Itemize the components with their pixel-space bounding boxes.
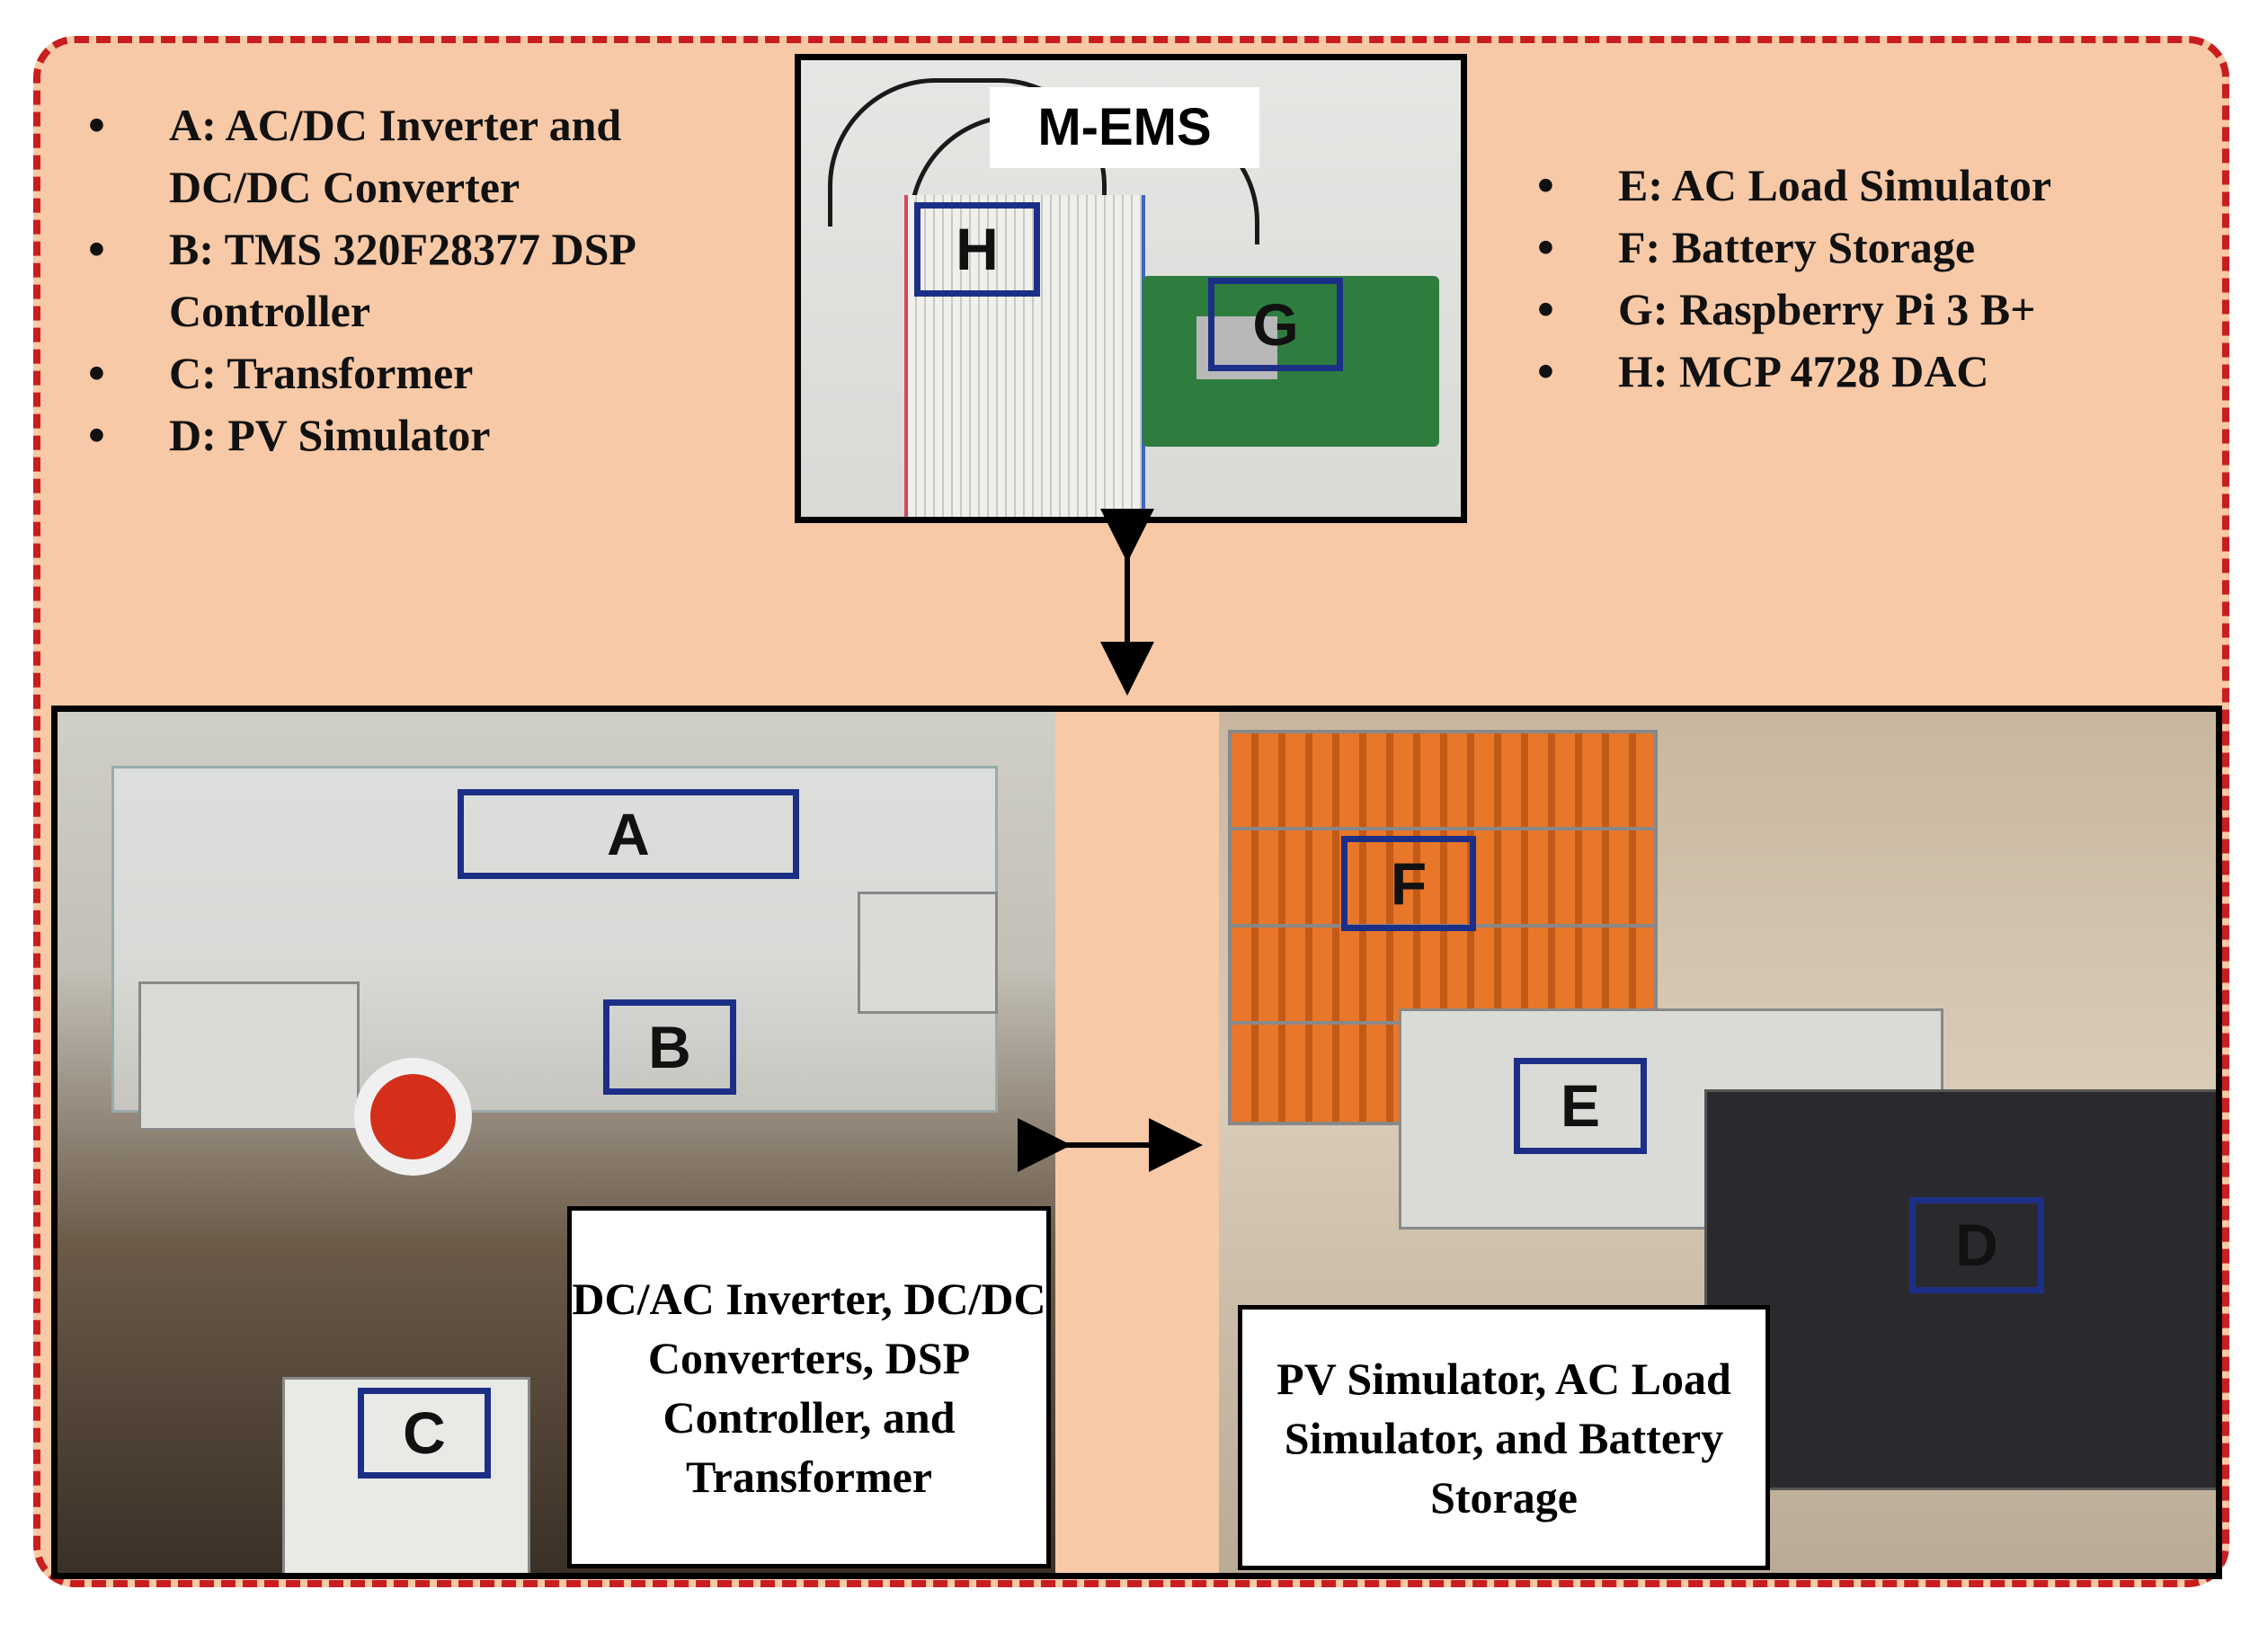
mems-title: M-EMS	[990, 87, 1259, 168]
legend-item-g: G: Raspberry Pi 3 B+	[1528, 279, 2211, 341]
legend-item-c: C: Transformer	[79, 342, 762, 404]
marker-d: D	[1909, 1197, 2044, 1293]
marker-e: E	[1514, 1058, 1647, 1154]
lab-setup-photo: A B C D E F DC/AC Inverter, DC/DC Conver…	[51, 706, 2222, 1579]
mems-photo: M-EMS H G	[795, 54, 1467, 523]
component-legend-right: E: AC Load Simulator F: Battery Storage …	[1528, 155, 2211, 403]
contactor-box	[138, 981, 360, 1131]
breadboard	[904, 195, 1145, 517]
caption-converter-side: DC/AC Inverter, DC/DC Converters, DSP Co…	[567, 1206, 1051, 1568]
marker-g: G	[1208, 278, 1343, 371]
marker-c: C	[358, 1388, 491, 1478]
legend-item-a: A: AC/DC Inverter and DC/DC Converter	[79, 94, 762, 218]
raspberry-pi-board	[1143, 276, 1439, 447]
legend-item-b: B: TMS 320F28377 DSP Controller	[79, 218, 762, 342]
caption-source-side: PV Simulator, AC Load Simulator, and Bat…	[1238, 1305, 1770, 1570]
converter-bench-photo	[58, 712, 1055, 1573]
component-legend-left: A: AC/DC Inverter and DC/DC Converter B:…	[79, 94, 762, 466]
marker-f: F	[1341, 836, 1476, 931]
legend-item-f: F: Battery Storage	[1528, 217, 2211, 279]
marker-a: A	[458, 789, 799, 879]
legend-item-e: E: AC Load Simulator	[1528, 155, 2211, 217]
marker-b: B	[603, 999, 736, 1095]
legend-item-d: D: PV Simulator	[79, 404, 762, 466]
breaker-box	[858, 892, 998, 1014]
legend-item-h: H: MCP 4728 DAC	[1528, 341, 2211, 403]
marker-h: H	[914, 202, 1040, 297]
